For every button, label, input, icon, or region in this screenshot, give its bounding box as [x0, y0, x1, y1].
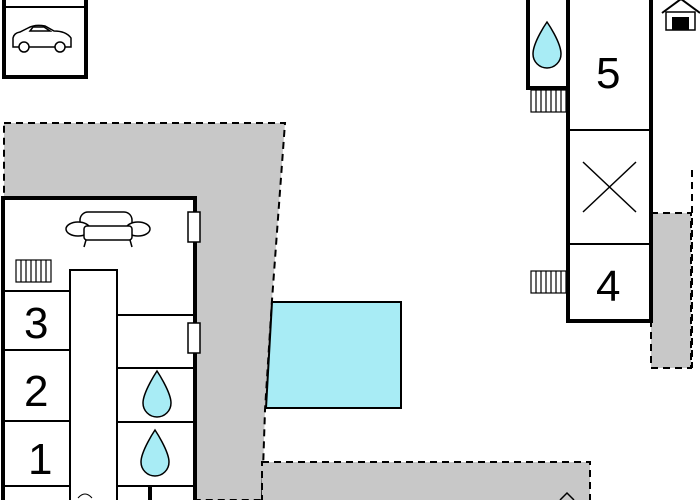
car-icon — [12, 24, 72, 53]
garage — [2, 0, 88, 79]
radiator-icon — [530, 89, 567, 113]
room-number-5: 5 — [596, 49, 620, 98]
window-mark — [187, 211, 201, 243]
water-drop-icon — [532, 20, 562, 69]
window-mark — [187, 322, 201, 354]
annex — [526, 0, 653, 323]
sofa-icon — [65, 211, 151, 248]
room-number-3: 3 — [24, 299, 48, 348]
room-number-2: 2 — [24, 367, 48, 416]
pool — [264, 301, 402, 409]
lower-terrace-strip — [261, 461, 591, 500]
house-icon — [661, 0, 700, 31]
radiator-icon — [530, 270, 567, 294]
cross-mark — [582, 161, 637, 213]
water-drop-icon — [142, 369, 172, 418]
water-drop-icon — [140, 428, 170, 477]
roof-marker — [559, 491, 575, 500]
room-number-4: 4 — [596, 262, 620, 311]
radiator-icon — [15, 259, 52, 283]
room-number-1: 1 — [28, 435, 52, 484]
right-terrace — [650, 212, 692, 369]
